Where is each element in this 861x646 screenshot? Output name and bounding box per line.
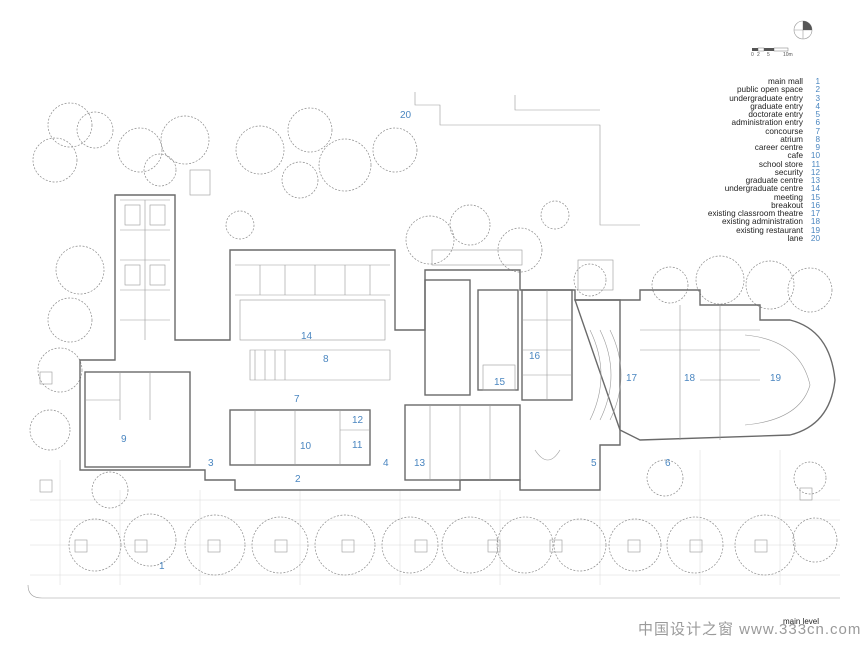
- legend-item: meeting 15: [660, 192, 820, 202]
- legend-item: graduate entry 4: [660, 101, 820, 111]
- tree-canopies: [29, 102, 838, 576]
- legend-number: 12: [810, 167, 820, 177]
- legend-number: 14: [810, 184, 820, 194]
- legend-number: 18: [810, 217, 820, 227]
- legend-item: school store 11: [660, 159, 821, 169]
- plan-label-2: 2: [295, 474, 301, 485]
- legend-label: existing restaurant: [736, 225, 803, 235]
- plan-label-14: 14: [301, 331, 313, 342]
- legend-label: main mall: [767, 77, 803, 86]
- legend-label: existing classroom theatre: [707, 209, 803, 218]
- legend-label: existing administration: [721, 217, 803, 227]
- legend-number: 20: [810, 233, 820, 243]
- plan-label-9: 9: [121, 434, 127, 445]
- plan-label-19: 19: [770, 373, 782, 384]
- legend-number: 6: [815, 118, 820, 128]
- legend-number: 10: [810, 151, 820, 161]
- legend-number: 16: [810, 200, 820, 210]
- legend-item: security 12: [660, 167, 820, 177]
- scale-tick-0: 0: [751, 52, 754, 58]
- plan-label-6: 6: [665, 458, 671, 469]
- legend-number: 9: [815, 143, 820, 152]
- legend-label: administration entry: [731, 118, 803, 128]
- north-arrow: [793, 20, 813, 40]
- legend-item: cafe 10: [660, 151, 820, 161]
- scale-tick-5: 5: [767, 52, 770, 58]
- plan-label-3: 3: [208, 458, 214, 469]
- plan-label-13: 13: [414, 458, 426, 469]
- plan-label-17: 17: [626, 373, 638, 384]
- legend-item: graduate centre 13: [660, 176, 820, 185]
- legend-label: atrium: [780, 134, 803, 144]
- scale-tick-10m: 10m: [783, 52, 793, 58]
- plan-label-1: 1: [159, 561, 165, 572]
- scale-bar: [752, 47, 789, 52]
- legend-number: 4: [815, 101, 820, 111]
- legend-label: concourse: [765, 126, 803, 136]
- building-walls: [79, 169, 836, 491]
- tree-grates: [39, 371, 813, 553]
- drawing-caption: main level: [783, 617, 820, 626]
- legend-number: 11: [811, 159, 821, 169]
- plan-label-11: 11: [352, 440, 363, 451]
- legend-label: meeting: [773, 192, 803, 202]
- legend-label: graduate entry: [750, 101, 803, 111]
- legend-item: main mall 1: [660, 77, 820, 86]
- plan-label-20: 20: [400, 110, 412, 121]
- plan-label-18: 18: [684, 373, 696, 384]
- legend-item: undergraduate centre 14: [660, 184, 820, 194]
- legend-item: breakout 16: [660, 200, 820, 210]
- legend-label: breakout: [771, 200, 803, 210]
- legend-label: school store: [758, 159, 803, 169]
- legend-item: concourse 7: [660, 126, 820, 136]
- legend-item: undergraduate entry 3: [660, 93, 820, 103]
- plan-label-10: 10: [300, 441, 312, 452]
- plan-label-4: 4: [383, 458, 389, 469]
- legend-number: 15: [810, 192, 820, 202]
- legend-item: lane 20: [660, 233, 820, 243]
- legend-label: undergraduate centre: [724, 184, 803, 194]
- legend-label: cafe: [787, 151, 803, 161]
- legend-item: existing administration 18: [660, 217, 820, 227]
- legend-label: career centre: [754, 143, 803, 152]
- plan-label-16: 16: [529, 351, 541, 362]
- legend-number: 2: [815, 85, 820, 95]
- plan-label-5: 5: [591, 458, 597, 469]
- legend-label: undergraduate entry: [729, 93, 803, 103]
- legend-item: doctorate entry 5: [660, 110, 820, 119]
- scale-tick-2: 2: [757, 52, 760, 58]
- legend-number: 5: [815, 110, 820, 119]
- legend-number: 3: [815, 93, 820, 103]
- legend-item: career centre 9: [660, 143, 820, 152]
- watermark: 中国设计之窗 www.333cn.com: [638, 621, 861, 638]
- legend-number: 19: [810, 225, 820, 235]
- legend-label: public open space: [736, 85, 803, 95]
- legend-item: existing restaurant 19: [660, 225, 820, 235]
- legend-item: atrium 8: [660, 134, 820, 144]
- legend-label: doctorate entry: [748, 110, 803, 119]
- paving-grid: [27, 450, 840, 599]
- legend-label: lane: [787, 233, 803, 243]
- legend-number: 8: [815, 134, 820, 144]
- plan-label-8: 8: [323, 354, 329, 365]
- legend-item: public open space 2: [660, 85, 820, 95]
- legend-item: existing classroom theatre 17: [660, 209, 820, 218]
- lane-outline: [414, 92, 640, 226]
- legend-number: 13: [810, 176, 820, 185]
- plan-label-7: 7: [294, 394, 300, 405]
- plan-label-15: 15: [494, 377, 506, 388]
- legend-number: 17: [810, 209, 820, 218]
- legend-label: security: [774, 167, 803, 177]
- legend-number: 1: [815, 77, 820, 86]
- legend-number: 7: [815, 126, 820, 136]
- plan-label-12: 12: [352, 415, 364, 426]
- legend-label: graduate centre: [745, 176, 803, 185]
- legend-item: administration entry 6: [660, 118, 820, 128]
